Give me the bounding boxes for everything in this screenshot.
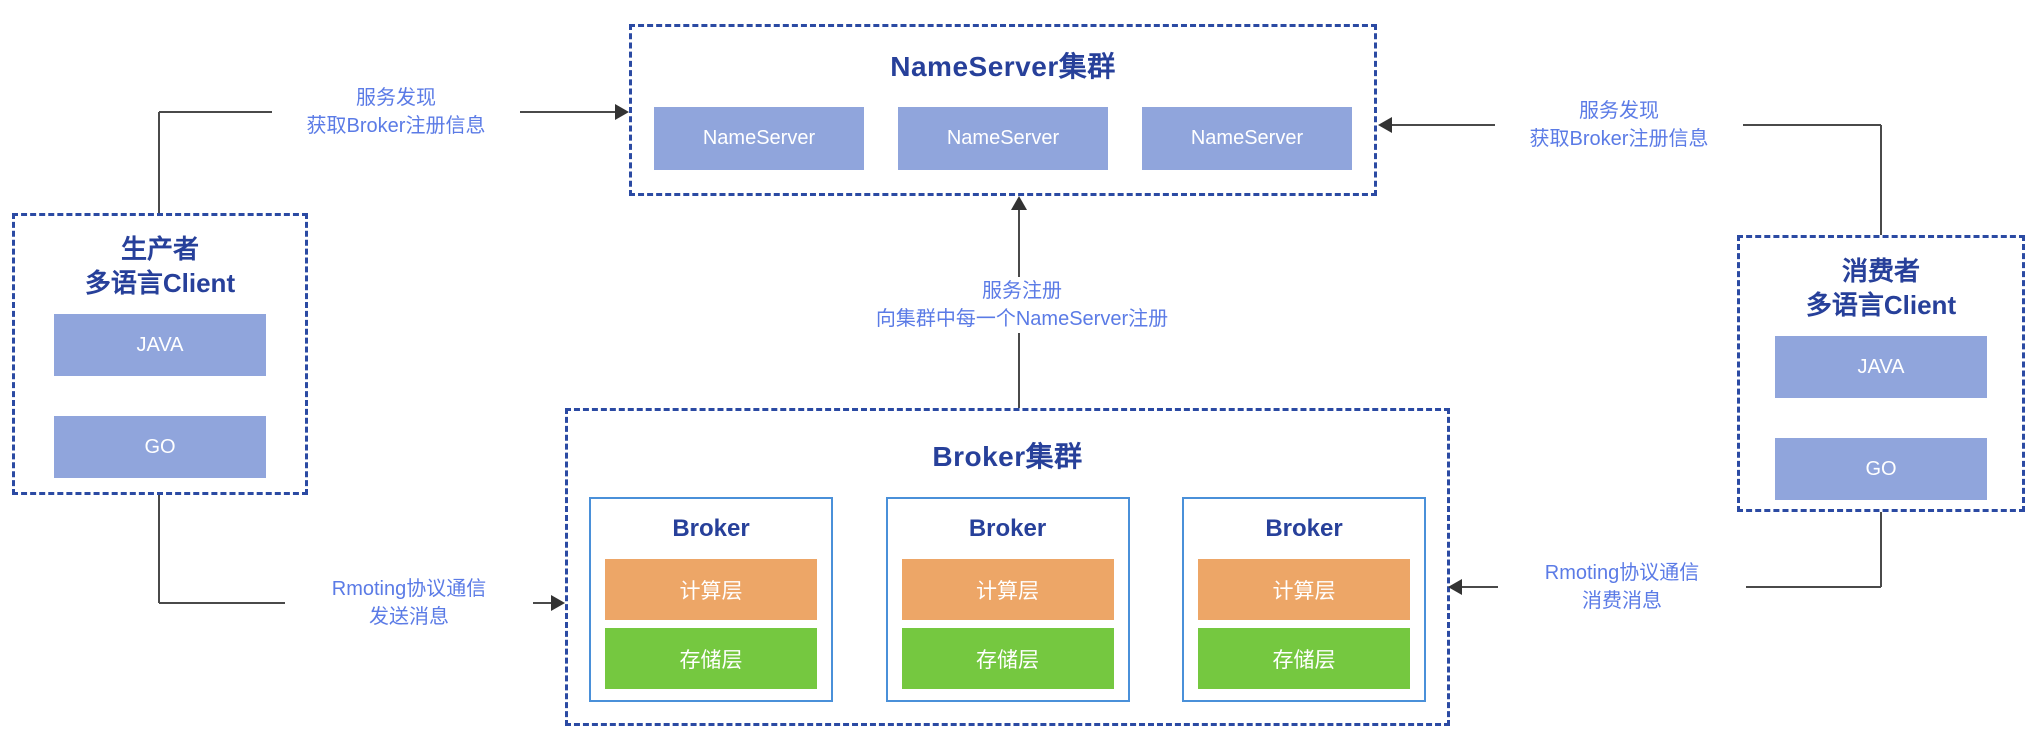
edge-label-line: 获取Broker注册信息 — [306, 115, 486, 137]
broker-storage-layer: 存储层 — [605, 628, 817, 689]
edge-label-line: 消费消息 — [1582, 590, 1662, 612]
consumer-client-java: JAVA — [1775, 336, 1987, 398]
consumer-title-line1: 消费者 — [1841, 256, 1920, 286]
producer-discovery-arrowhead — [615, 104, 629, 120]
consumer-discovery-label: 服务发现 获取Broker注册信息 — [1495, 97, 1743, 153]
nameserver-node-row: NameServer NameServer NameServer — [632, 107, 1374, 170]
broker-register-label: 服务注册 向集群中每一个NameServer注册 — [858, 277, 1186, 333]
producer-discovery-label: 服务发现 获取Broker注册信息 — [272, 84, 520, 140]
producer-discovery-connector-vertical — [158, 112, 160, 213]
edge-label-line: 向集群中每一个NameServer注册 — [875, 308, 1169, 330]
producer-send-arrowhead — [551, 595, 565, 611]
broker-compute-layer: 计算层 — [901, 559, 1114, 620]
producer-client-java: JAVA — [54, 314, 266, 376]
edge-label-line: 服务发现 — [1579, 100, 1659, 122]
consumer-title: 消费者 多语言Client — [1740, 254, 2022, 322]
edge-label-line: 服务注册 — [982, 280, 1062, 302]
consumer-discovery-arrowhead — [1378, 117, 1392, 133]
broker-compute-layer: 计算层 — [605, 559, 817, 620]
broker-card-title: Broker — [1265, 515, 1343, 542]
nameserver-node: NameServer — [654, 107, 864, 170]
consumer-consume-arrowhead — [1448, 579, 1462, 595]
nameserver-node: NameServer — [898, 107, 1108, 170]
edge-label-line: 服务发现 — [356, 87, 436, 109]
producer-title-line1: 生产者 — [120, 234, 199, 264]
nameserver-cluster-title: NameServer集群 — [890, 51, 1116, 82]
producer-title-line2: 多语言Client — [84, 268, 236, 298]
broker-row: Broker 计算层 存储层 Broker 计算层 存储层 Broker 计算层… — [568, 497, 1447, 702]
edge-label-line: 获取Broker注册信息 — [1529, 128, 1709, 150]
producer-client-go: GO — [54, 416, 266, 478]
nameserver-cluster: NameServer集群 NameServer NameServer NameS… — [629, 24, 1377, 196]
consumer-client-go: GO — [1775, 438, 1987, 500]
broker-cluster-title: Broker集群 — [932, 441, 1083, 472]
broker-card-title: Broker — [968, 515, 1047, 542]
consumer-client-box: 消费者 多语言Client JAVA GO — [1737, 235, 2025, 512]
producer-send-connector-vertical — [158, 495, 160, 603]
edge-label-line: 发送消息 — [369, 606, 449, 628]
consumer-discovery-connector-vertical — [1880, 125, 1882, 235]
broker-compute-layer: 计算层 — [1198, 559, 1410, 620]
broker-storage-layer: 存储层 — [1198, 628, 1410, 689]
producer-send-label: Rmoting协议通信 发送消息 — [285, 575, 533, 631]
producer-client-box: 生产者 多语言Client JAVA GO — [12, 213, 308, 495]
broker-cluster: Broker集群 Broker 计算层 存储层 Broker 计算层 存储层 B… — [565, 408, 1450, 726]
consumer-consume-connector-vertical — [1880, 512, 1882, 587]
producer-title: 生产者 多语言Client — [15, 232, 305, 300]
broker-card: Broker 计算层 存储层 — [589, 497, 833, 702]
broker-card: Broker 计算层 存储层 — [1182, 497, 1426, 702]
broker-register-arrowhead — [1011, 196, 1027, 210]
consumer-title-line2: 多语言Client — [1805, 290, 1957, 320]
broker-storage-layer: 存储层 — [901, 628, 1114, 689]
broker-card: Broker 计算层 存储层 — [885, 497, 1130, 702]
consumer-consume-label: Rmoting协议通信 消费消息 — [1498, 559, 1746, 615]
nameserver-node: NameServer — [1142, 107, 1352, 170]
edge-label-line: Rmoting协议通信 — [1544, 562, 1700, 584]
broker-card-title: Broker — [672, 515, 750, 542]
edge-label-line: Rmoting协议通信 — [331, 578, 487, 600]
